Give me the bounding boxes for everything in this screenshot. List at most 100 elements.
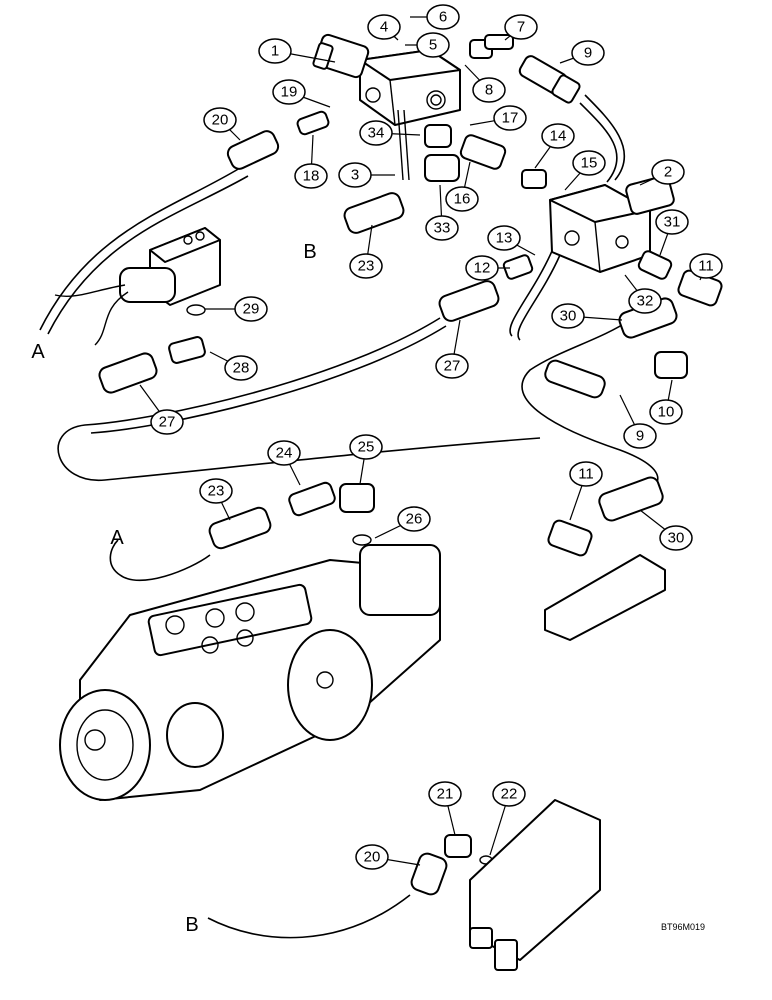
callout-number: 4 xyxy=(380,19,388,36)
callout-bubble xyxy=(472,77,506,103)
callout-18: 18 xyxy=(294,134,328,189)
callout-5: 5 xyxy=(405,32,450,58)
callout-bubble xyxy=(294,163,328,189)
callout-number: 23 xyxy=(208,483,225,500)
callout-22: 22 xyxy=(489,781,526,856)
callout-number: 22 xyxy=(501,786,518,803)
callout-bubble xyxy=(651,159,685,185)
callout-bubble xyxy=(571,40,605,66)
callout-2: 2 xyxy=(639,159,685,186)
callout-number: 21 xyxy=(437,786,454,803)
callout-8: 8 xyxy=(464,64,506,103)
callout-bubble xyxy=(397,506,431,532)
callout-1: 1 xyxy=(258,38,336,64)
callout-bubble xyxy=(492,781,526,807)
callout-number: 11 xyxy=(698,258,714,275)
callout-number: 18 xyxy=(303,168,320,185)
callout-bubble xyxy=(655,209,689,235)
callout-bubble xyxy=(349,253,383,279)
callout-bubble xyxy=(359,120,393,146)
callout-bubble xyxy=(445,186,479,212)
callout-number: 30 xyxy=(668,530,685,547)
callout-20: 20 xyxy=(355,844,421,870)
callout-32: 32 xyxy=(624,274,662,314)
callout-number: 33 xyxy=(434,220,451,237)
callout-bubble xyxy=(272,79,306,105)
callout-bubble xyxy=(234,296,268,322)
callout-number: 2 xyxy=(664,164,672,181)
callout-17: 17 xyxy=(469,105,527,131)
callout-bubble xyxy=(258,38,292,64)
callout-15: 15 xyxy=(564,150,606,191)
connector-label-A: A xyxy=(110,527,124,549)
callout-27: 27 xyxy=(139,384,184,435)
callout-10: 10 xyxy=(649,379,683,425)
callout-number: 10 xyxy=(658,404,675,421)
callout-bubble xyxy=(355,844,389,870)
callout-11: 11 xyxy=(689,253,723,281)
callout-number: 6 xyxy=(439,9,447,26)
drawing-code: BT96M019 xyxy=(661,922,705,932)
callout-bubble xyxy=(349,434,383,460)
callout-bubble xyxy=(425,215,459,241)
callout-33: 33 xyxy=(425,184,459,241)
callout-number: 30 xyxy=(560,308,577,325)
callout-bubble xyxy=(628,288,662,314)
callout-number: 8 xyxy=(485,82,493,99)
callout-bubble xyxy=(338,162,372,188)
callout-11: 11 xyxy=(569,461,603,521)
callout-number: 25 xyxy=(358,439,375,456)
callout-number: 1 xyxy=(271,43,279,60)
callout-bubble xyxy=(689,253,723,279)
callout-number: 27 xyxy=(444,358,461,375)
callout-bubble xyxy=(203,107,237,133)
callout-bubble xyxy=(199,478,233,504)
callout-bubble xyxy=(493,105,527,131)
callout-number: 12 xyxy=(474,260,491,277)
callout-number: 28 xyxy=(233,360,250,377)
callout-7: 7 xyxy=(504,14,538,41)
callout-number: 9 xyxy=(584,45,592,62)
callout-bubble xyxy=(367,14,401,40)
callout-21: 21 xyxy=(428,781,462,836)
callout-34: 34 xyxy=(359,120,421,146)
callout-number: 32 xyxy=(637,293,654,310)
valve-block-1 xyxy=(312,33,461,126)
callout-bubble xyxy=(465,255,499,281)
callout-number: 29 xyxy=(243,301,260,318)
callout-9: 9 xyxy=(559,40,605,66)
callout-number: 15 xyxy=(581,155,598,172)
callout-number: 5 xyxy=(429,37,437,54)
callout-bubble xyxy=(150,409,184,435)
callout-bubble xyxy=(569,461,603,487)
callout-number: 14 xyxy=(550,128,567,145)
callout-30: 30 xyxy=(639,509,693,551)
callout-bubble xyxy=(224,355,258,381)
callout-bubble xyxy=(416,32,450,58)
callout-24: 24 xyxy=(267,440,301,486)
callout-bubble xyxy=(659,525,693,551)
callout-25: 25 xyxy=(349,434,383,485)
callout-9: 9 xyxy=(619,394,657,449)
callout-number: 16 xyxy=(454,191,471,208)
callout-23: 23 xyxy=(349,224,383,279)
callout-bubble xyxy=(487,225,521,251)
callout-23: 23 xyxy=(199,478,233,521)
callout-bubble xyxy=(267,440,301,466)
callout-3: 3 xyxy=(338,162,395,188)
callout-number: 24 xyxy=(276,445,293,462)
callout-30: 30 xyxy=(551,303,623,329)
connector-label-A: A xyxy=(31,341,45,363)
callout-number: 27 xyxy=(159,414,176,431)
valve-block-2 xyxy=(549,175,675,273)
callout-bubble xyxy=(649,399,683,425)
callout-number: 31 xyxy=(664,214,681,231)
callout-26: 26 xyxy=(374,506,431,539)
callout-13: 13 xyxy=(487,225,536,256)
callout-20: 20 xyxy=(203,107,241,141)
callout-19: 19 xyxy=(272,79,331,108)
